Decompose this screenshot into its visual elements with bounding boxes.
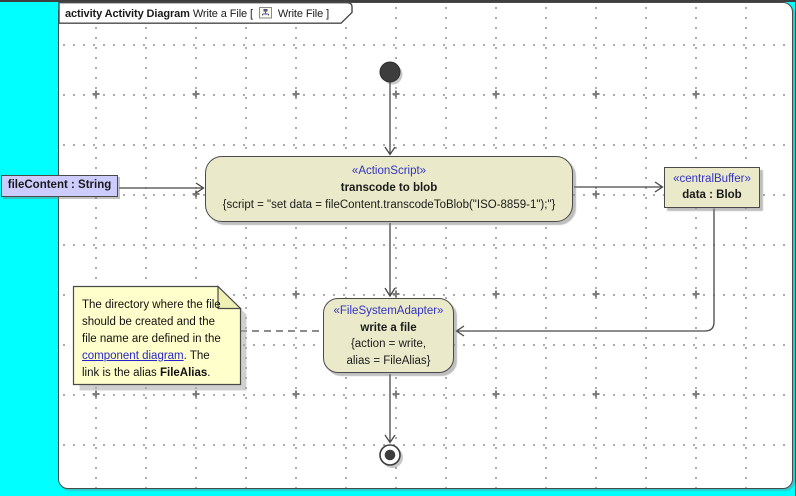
action-node-transcode[interactable]: «ActionScript» transcode to blob {script…	[205, 156, 573, 222]
frame-title-name: Write a File [	[192, 8, 253, 20]
frame-title-keyword: activity Activity Diagram	[65, 8, 190, 20]
final-node-dot	[384, 449, 396, 461]
write-file-node[interactable]: «FileSystemAdapter» write a file {action…	[323, 298, 454, 373]
write-node-stereotype: «FileSystemAdapter»	[333, 305, 444, 317]
activity-diagram-icon	[258, 6, 272, 23]
buffer-node-name: data : Blob	[682, 189, 742, 201]
write-node-body-line2: alias = FileAlias}	[346, 354, 431, 367]
edge-buffer-to-write[interactable]	[455, 208, 715, 337]
action-node-stereotype: «ActionScript»	[351, 165, 427, 177]
edge-filecontent-to-action[interactable]	[119, 182, 205, 194]
buffer-node-stereotype: «centralBuffer»	[673, 173, 751, 185]
action-node-script: {script = "set data = fileContent.transc…	[222, 199, 556, 211]
note-line: The directory where the file	[82, 299, 221, 311]
edge-write-to-final[interactable]	[384, 374, 396, 444]
action-node-name: transcode to blob	[340, 182, 438, 194]
note-line: link is the alias FileAlias.	[82, 367, 211, 379]
central-buffer-node[interactable]: «centralBuffer» data : Blob	[664, 167, 760, 208]
edge-action-to-buffer[interactable]	[574, 181, 664, 193]
initial-node[interactable]	[379, 61, 401, 83]
note-text: The directory where the file should be c…	[82, 297, 238, 382]
frame-title[interactable]: activity Activity Diagram Write a File […	[65, 6, 329, 23]
write-node-body-line1: {action = write,	[350, 338, 427, 350]
note-line: file name are defined in the	[82, 333, 221, 345]
note-line: should be created and the	[82, 316, 215, 328]
write-node-name: write a file	[360, 321, 417, 334]
note-line: component diagram. The	[82, 350, 210, 362]
note-fold-corner-icon	[217, 285, 242, 310]
edge-action-to-write[interactable]	[384, 223, 396, 298]
canvas-right-edge	[794, 0, 796, 496]
frame-title-tab[interactable]	[58, 2, 353, 24]
object-node-filecontent[interactable]: fileContent : String	[1, 175, 118, 197]
component-diagram-link[interactable]: component diagram	[82, 350, 184, 362]
note-shape[interactable]	[72, 285, 242, 386]
frame-title-reference: Write File ]	[277, 8, 330, 20]
canvas-top-edge	[0, 0, 796, 2]
activity-frame[interactable]	[58, 2, 793, 489]
edge-initial-to-action[interactable]	[384, 82, 396, 156]
